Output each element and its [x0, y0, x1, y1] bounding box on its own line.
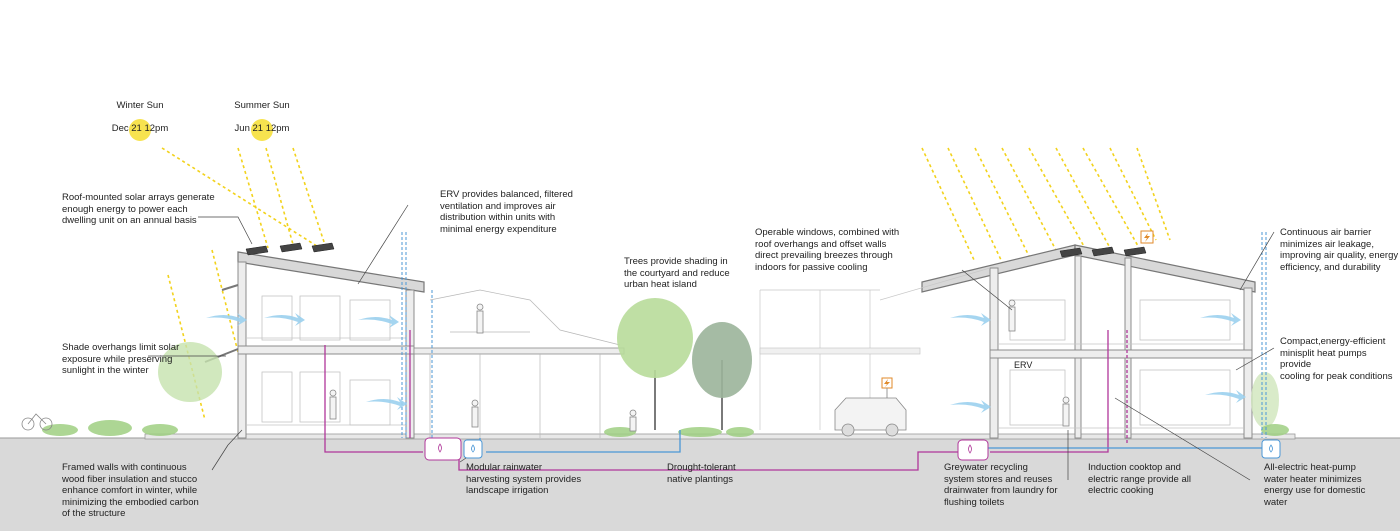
people — [329, 299, 1070, 432]
left-solar-panels — [245, 242, 335, 256]
left-building — [204, 251, 625, 439]
summer-sun-icon — [251, 119, 273, 141]
annotation-windows: Operable windows, combined with roof ove… — [755, 227, 900, 273]
ground — [0, 438, 1400, 531]
annotation-trees: Trees provide shading in the courtyard a… — [624, 256, 730, 290]
winter-sun-icon — [129, 119, 151, 141]
winter-sun-label: Winter Sun Dec 21 12pm — [100, 88, 180, 146]
winter-sun-name: Winter Sun — [116, 99, 164, 111]
annotation-air-barrier: Continuous air barrier minimizes air lea… — [1280, 227, 1399, 273]
airflow-arrow-icon — [206, 313, 1246, 413]
annotation-water-heater: All-electric heat-pump water heater mini… — [1264, 462, 1366, 508]
annotation-erv: ERV provides balanced, filtered ventilat… — [440, 189, 573, 235]
car — [834, 397, 907, 437]
right-solar-panels — [1059, 246, 1147, 258]
annotation-rainwater: Modular rainwater harvesting system prov… — [466, 462, 582, 496]
charging-bolt-icon — [1140, 230, 1154, 244]
annotation-shade: Shade overhangs limit solar exposure whi… — [62, 342, 180, 376]
water-tank-icon — [424, 437, 1281, 461]
annotation-cooktop: Induction cooktop and electric range pro… — [1088, 462, 1191, 496]
annotation-greywater: Greywater recycling system stores and re… — [944, 462, 1058, 508]
room-label-erv: ERV — [1014, 360, 1033, 370]
right-building — [759, 244, 1256, 439]
summer-sun-rays — [237, 147, 1171, 263]
summer-sun-date: Jun 21 12pm — [234, 122, 290, 134]
annotation-heat-pumps: Compact,energy-efficient minisplit heat … — [1280, 336, 1393, 382]
annotation-walls: Framed walls with continuous wood fiber … — [62, 462, 199, 519]
summer-sun-name: Summer Sun — [234, 99, 290, 111]
annotation-solar: Roof-mounted solar arrays generate enoug… — [62, 192, 215, 226]
annotation-leaders — [148, 204, 1275, 481]
winter-sun-date: Dec 21 12pm — [111, 122, 169, 134]
courtyard-trees — [158, 298, 1279, 430]
summer-sun-label: Summer Sun Jun 21 12pm — [222, 88, 302, 146]
greywater-plumbing — [324, 330, 1128, 471]
bicycle-icon — [21, 413, 53, 431]
annotation-plantings: Drought-tolerant native plantings — [667, 462, 736, 485]
